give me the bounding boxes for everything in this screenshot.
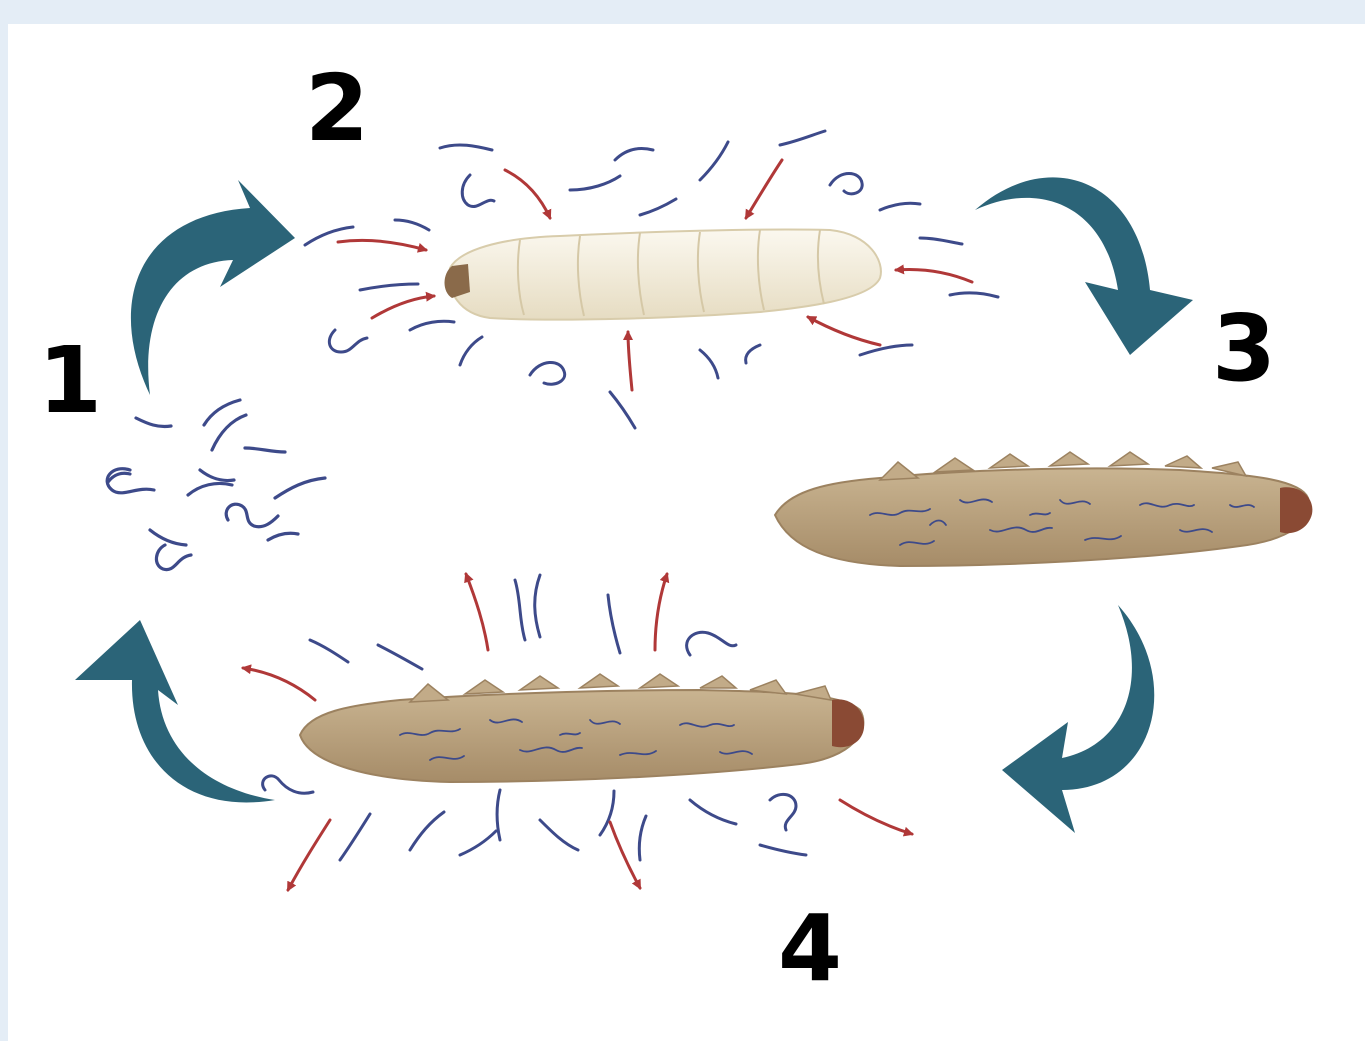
step-label-2: 2 bbox=[305, 55, 369, 162]
cycle-arrow-icon-3to4 bbox=[1002, 605, 1154, 833]
cycle-arrow-icon-4to1 bbox=[75, 620, 275, 802]
step-label-4: 4 bbox=[778, 895, 842, 1002]
cycle-arrow-icon-1to2 bbox=[131, 180, 295, 395]
nematode-cluster-stage-1 bbox=[107, 400, 325, 570]
step-label-1: 1 bbox=[38, 327, 102, 434]
cycle-arrow-icon-2to3 bbox=[975, 177, 1193, 355]
larva-icon-emerging bbox=[300, 674, 864, 782]
step-label-3: 3 bbox=[1212, 295, 1276, 402]
larva-icon-infected bbox=[775, 452, 1312, 566]
larva-icon-healthy bbox=[445, 229, 881, 319]
